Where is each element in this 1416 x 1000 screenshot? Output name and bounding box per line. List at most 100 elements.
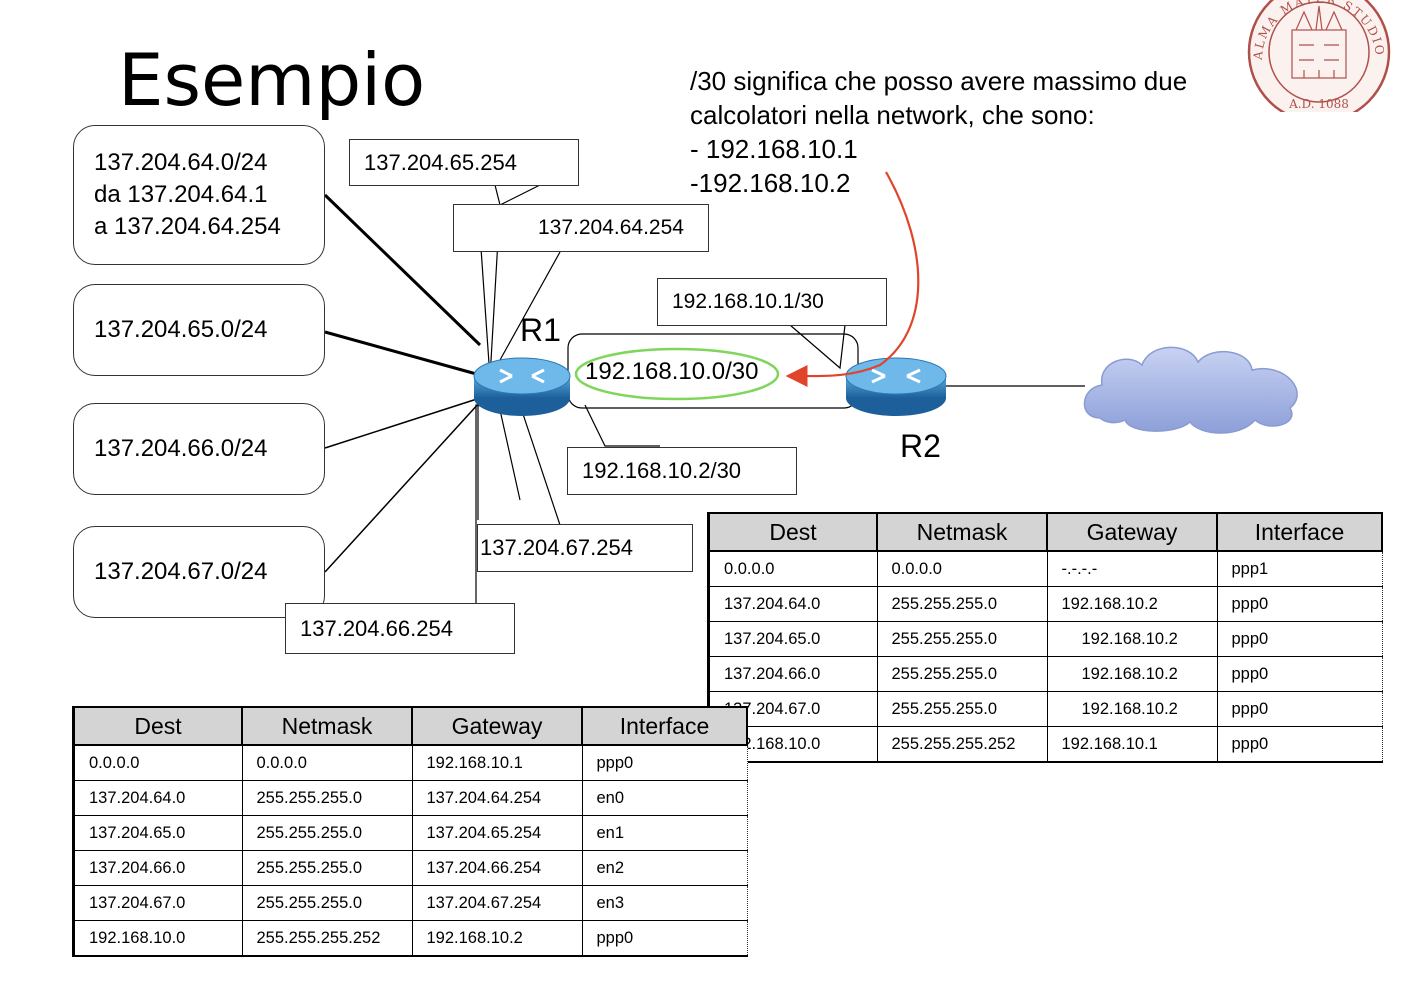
table-row: 137.204.67.0 255.255.255.0 137.204.67.25… [73, 885, 748, 921]
table-row: 137.204.64.0 255.255.255.0 192.168.10.2 … [708, 586, 1383, 622]
table-cell: 137.204.65.254 [411, 815, 582, 851]
network-range-end: a 137.204.64.254 [94, 213, 281, 240]
table-cell: 255.255.255.252 [876, 726, 1047, 763]
table-cell: 137.204.66.0 [708, 656, 877, 692]
note-line: - 192.168.10.1 [690, 134, 858, 164]
callout-pointer-en1b [494, 184, 541, 206]
link-net67 [324, 401, 481, 573]
internet-cloud-icon [1083, 346, 1298, 434]
network-box-64: 137.204.64.0/24 da 137.204.64.1 a 137.20… [73, 125, 325, 265]
note-line: -192.168.10.2 [690, 168, 851, 198]
table-row: 137.204.65.0 255.255.255.0 137.204.65.25… [73, 815, 748, 851]
callout-pointer-r2ppp [789, 324, 846, 370]
table-cell: 255.255.255.0 [241, 780, 412, 816]
table-cell: ppp1 [1216, 551, 1383, 587]
table-row: 0.0.0.0 0.0.0.0 -.-.-.- ppp1 [708, 551, 1383, 587]
table-cell: ppp0 [581, 920, 748, 957]
table-cell: 137.204.65.0 [708, 621, 877, 657]
label-r1-en1: 137.204.65.254 [349, 139, 579, 186]
table-row: 137.204.64.0 255.255.255.0 137.204.64.25… [73, 780, 748, 816]
router-r2-icon [845, 357, 947, 416]
router-r1-label: R1 [520, 312, 561, 348]
callout-pointer-en3 [477, 399, 561, 526]
callout-pointer-en2 [475, 404, 521, 605]
table-cell: 255.255.255.0 [241, 885, 412, 921]
routing-table-r2: Dest Netmask Gateway Interface 0.0.0.0 0… [707, 512, 1383, 763]
column-header: Interface [1216, 512, 1383, 552]
table-row: 0.0.0.0 0.0.0.0 192.168.10.1 ppp0 [73, 745, 748, 781]
annotation-note: /30 significa che posso avere massimo du… [690, 64, 1250, 200]
page-title: Esempio [118, 38, 426, 122]
table-cell: 192.168.10.1 [411, 745, 582, 781]
callout-pointer-r1ppp [584, 404, 660, 447]
label-r1-ppp: 192.168.10.2/30 [567, 447, 797, 495]
table-cell: 137.204.66.254 [411, 850, 582, 886]
column-header: Gateway [1046, 512, 1218, 552]
table-cell: 0.0.0.0 [708, 551, 877, 587]
table-cell: 137.204.64.0 [73, 780, 242, 816]
routing-table-r1: Dest Netmask Gateway Interface 0.0.0.0 0… [72, 706, 748, 957]
table-header-row: Dest Netmask Gateway Interface [707, 512, 1383, 552]
table-cell: 255.255.255.0 [876, 621, 1047, 657]
column-header: Interface [581, 706, 748, 746]
table-cell: 137.204.64.254 [411, 780, 582, 816]
label-r1-en2: 137.204.66.254 [285, 603, 515, 654]
table-cell: 137.204.64.0 [708, 586, 877, 622]
table-row: 192.168.10.0 255.255.255.252 192.168.10.… [708, 726, 1383, 763]
table-row: 137.204.66.0 255.255.255.0 192.168.10.2 … [708, 656, 1383, 692]
column-header: Gateway [411, 706, 583, 746]
subnet-highlight-ellipse [574, 347, 780, 401]
table-cell: 192.168.10.2 [1046, 621, 1217, 657]
table-cell: 0.0.0.0 [876, 551, 1047, 587]
column-header: Netmask [241, 706, 413, 746]
network-label: 137.204.67.0/24 [94, 558, 268, 585]
table-cell: en1 [581, 815, 748, 851]
table-cell: en0 [581, 780, 748, 816]
table-cell: 255.255.255.0 [241, 850, 412, 886]
seal-year: A.D. 1088 [1288, 97, 1349, 111]
table-row: 192.168.10.0 255.255.255.252 192.168.10.… [73, 920, 748, 957]
table-cell: 192.168.10.2 [1046, 691, 1217, 727]
table-row: 137.204.67.0 255.255.255.0 192.168.10.2 … [708, 691, 1383, 727]
table-row: 137.204.66.0 255.255.255.0 137.204.66.25… [73, 850, 748, 886]
table-cell: 255.255.255.0 [876, 586, 1047, 622]
table-cell: 0.0.0.0 [241, 745, 412, 781]
network-box-67: 137.204.67.0/24 [73, 526, 325, 618]
table-cell: 192.168.10.1 [1046, 726, 1217, 763]
table-cell: 192.168.10.2 [1046, 586, 1217, 622]
table-cell: 0.0.0.0 [73, 745, 242, 781]
table-cell: ppp0 [581, 745, 748, 781]
note-line: calcolatori nella network, che sono: [690, 100, 1095, 130]
table-cell: 192.168.10.0 [73, 920, 242, 957]
network-box-66: 137.204.66.0/24 [73, 403, 325, 495]
table-cell: ppp0 [1216, 656, 1383, 692]
table-cell: 137.204.67.0 [73, 885, 242, 921]
network-label: 137.204.66.0/24 [94, 435, 268, 462]
table-row: 137.204.65.0 255.255.255.0 192.168.10.2 … [708, 621, 1383, 657]
router-r2-label: R2 [900, 428, 941, 464]
network-range-start: da 137.204.64.1 [94, 181, 268, 208]
table-cell: 137.204.66.0 [73, 850, 242, 886]
table-cell: ppp0 [1216, 726, 1383, 763]
label-r1-en3: 137.204.67.254 [477, 524, 693, 572]
table-cell: 137.204.67.254 [411, 885, 582, 921]
network-box-65: 137.204.65.0/24 [73, 284, 325, 376]
table-cell: en3 [581, 885, 748, 921]
label-r2-ppp: 192.168.10.1/30 [657, 278, 887, 326]
note-line: /30 significa che posso avere massimo du… [690, 66, 1188, 96]
network-label: 137.204.64.0/24 [94, 149, 268, 176]
table-cell: 255.255.255.0 [876, 656, 1047, 692]
link-net64 [323, 193, 482, 347]
column-header: Dest [72, 706, 243, 746]
label-link-net: 192.168.10.0/30 [585, 358, 759, 385]
table-header-row: Dest Netmask Gateway Interface [72, 706, 748, 746]
column-header: Dest [707, 512, 878, 552]
label-r1-en0: 137.204.64.254 [453, 204, 709, 252]
link-net66 [324, 397, 481, 449]
table-cell: en2 [581, 850, 748, 886]
annotation-arrow [785, 171, 920, 388]
link-net65 [324, 330, 481, 377]
university-seal-logo: ALMA MATER STUDIORUM A.D. 1088 [1244, 0, 1391, 112]
table-cell: -.-.-.- [1046, 551, 1217, 587]
